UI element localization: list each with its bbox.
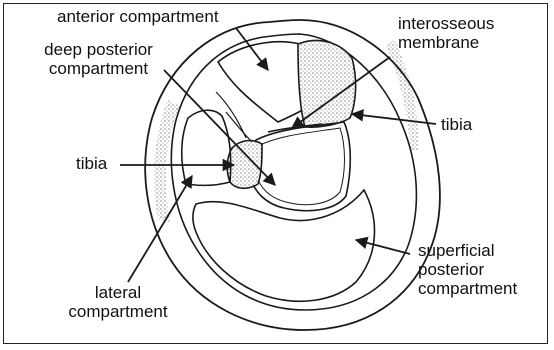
- fibula-bone: [298, 40, 356, 127]
- label-lateral-compartment: lateral compartment: [48, 283, 188, 321]
- stipple-right: [386, 40, 418, 150]
- inner-boundary: [171, 34, 416, 310]
- superficial-posterior-compartment: [193, 190, 374, 301]
- deep-posterior-inner: [254, 128, 344, 205]
- label-lateral-line2: compartment: [48, 302, 188, 321]
- deep-posterior-compartment: [249, 122, 350, 211]
- label-interosseous-line2: membrane: [398, 33, 494, 52]
- label-superficial-line2: posterior: [418, 260, 517, 279]
- label-tibia-left: tibia: [76, 154, 107, 173]
- label-lateral-line1: lateral: [48, 283, 188, 302]
- lateral-compartment: [182, 110, 231, 185]
- label-tibia-right: tibia: [441, 115, 472, 134]
- label-anterior-compartment: anterior compartment: [57, 7, 219, 26]
- label-deep-posterior-line2: compartment: [26, 59, 171, 78]
- label-superficial-posterior: superficial posterior compartment: [418, 241, 517, 298]
- arrow-superficial: [356, 240, 410, 254]
- label-deep-posterior: deep posterior compartment: [26, 40, 171, 78]
- label-interosseous-line1: interosseous: [398, 14, 494, 33]
- arrow-deep-posterior: [164, 70, 275, 185]
- label-interosseous: interosseous membrane: [398, 14, 494, 52]
- label-superficial-line1: superficial: [418, 241, 517, 260]
- arrow-tibia-right: [352, 114, 436, 124]
- label-superficial-line3: compartment: [418, 279, 517, 298]
- label-deep-posterior-line1: deep posterior: [26, 40, 171, 59]
